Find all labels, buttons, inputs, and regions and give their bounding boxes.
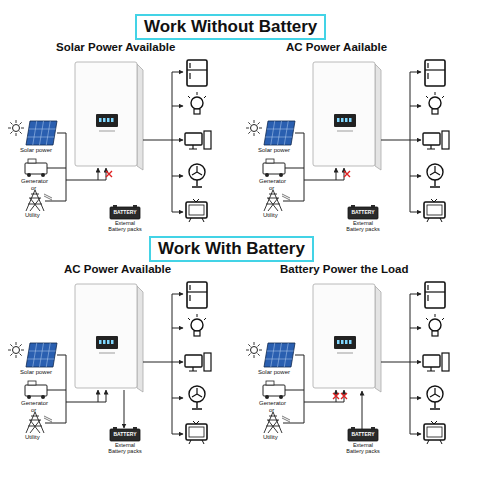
panel-subtitle: AC Power Available: [64, 263, 171, 275]
panel-subtitle: Solar Power Available: [56, 41, 175, 53]
panel-subtitle: Battery Power the Load: [280, 263, 408, 275]
battery-text: BATTERY: [110, 210, 140, 215]
source-label: or: [269, 185, 274, 191]
battery-text: BATTERY: [348, 432, 378, 437]
section-header: Work Without Battery: [144, 17, 317, 37]
source-label: Solar power: [20, 369, 52, 375]
battery-caption: External Battery packs: [344, 443, 382, 455]
section-header-box: Work With Battery: [149, 236, 314, 262]
source-label: Solar power: [258, 147, 290, 153]
panel-subtitle: AC Power Aailable: [286, 41, 387, 53]
source-label: Generator: [259, 400, 286, 406]
source-label: Utility: [263, 212, 278, 218]
battery-caption: External Battery packs: [344, 221, 382, 233]
source-label: Generator: [21, 178, 48, 184]
battery-caption: External Battery packs: [106, 443, 144, 455]
section-header-box: Work Without Battery: [135, 14, 326, 40]
source-label: Utility: [25, 434, 40, 440]
source-label: Utility: [263, 434, 278, 440]
battery-text: BATTERY: [348, 210, 378, 215]
source-label: Generator: [259, 178, 286, 184]
source-label: Utility: [25, 212, 40, 218]
source-label: or: [31, 407, 36, 413]
battery-text: BATTERY: [110, 432, 140, 437]
source-label: or: [31, 185, 36, 191]
source-label: Generator: [21, 400, 48, 406]
source-label: Solar power: [258, 369, 290, 375]
source-label: Solar power: [20, 147, 52, 153]
source-label: or: [269, 407, 274, 413]
section-header: Work With Battery: [158, 239, 305, 259]
battery-caption: External Battery packs: [106, 221, 144, 233]
